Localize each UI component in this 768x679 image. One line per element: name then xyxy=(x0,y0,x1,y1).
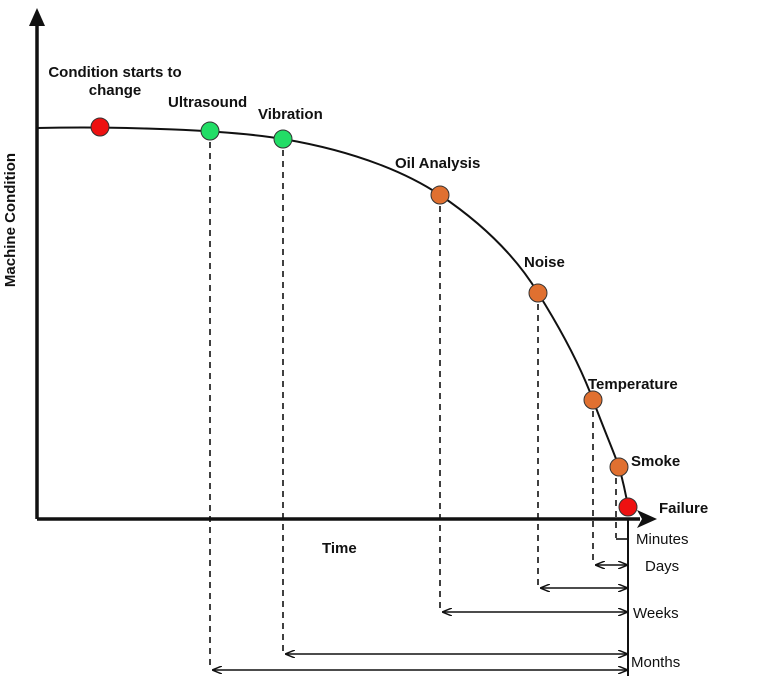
interval-minutes: Minutes xyxy=(636,531,689,548)
condition-curve xyxy=(36,126,629,508)
label-temperature: Temperature xyxy=(588,376,678,393)
label-vibration: Vibration xyxy=(258,106,323,123)
point-vibration xyxy=(273,129,293,149)
label-failure: Failure xyxy=(659,500,708,517)
interval-months: Months xyxy=(631,654,680,671)
point-temperature xyxy=(583,390,603,410)
interval-weeks: Weeks xyxy=(633,605,679,622)
x-axis-label: Time xyxy=(322,540,357,557)
x-axis-arrow-icon xyxy=(637,510,657,528)
onset-point xyxy=(90,117,110,137)
label-smoke: Smoke xyxy=(631,453,680,470)
interval-days: Days xyxy=(645,558,679,575)
point-failure xyxy=(618,497,638,517)
onset-label-line2: change xyxy=(89,82,142,99)
point-ultrasound xyxy=(200,121,220,141)
label-oil-analysis: Oil Analysis xyxy=(395,155,480,172)
y-axis-arrow-icon xyxy=(29,8,45,26)
point-noise xyxy=(528,283,548,303)
onset-label-line1: Condition starts to xyxy=(48,64,181,81)
y-axis-label: Machine Condition xyxy=(2,153,19,287)
label-ultrasound: Ultrasound xyxy=(168,94,247,111)
point-oil-analysis xyxy=(430,185,450,205)
point-smoke xyxy=(609,457,629,477)
label-noise: Noise xyxy=(524,254,565,271)
